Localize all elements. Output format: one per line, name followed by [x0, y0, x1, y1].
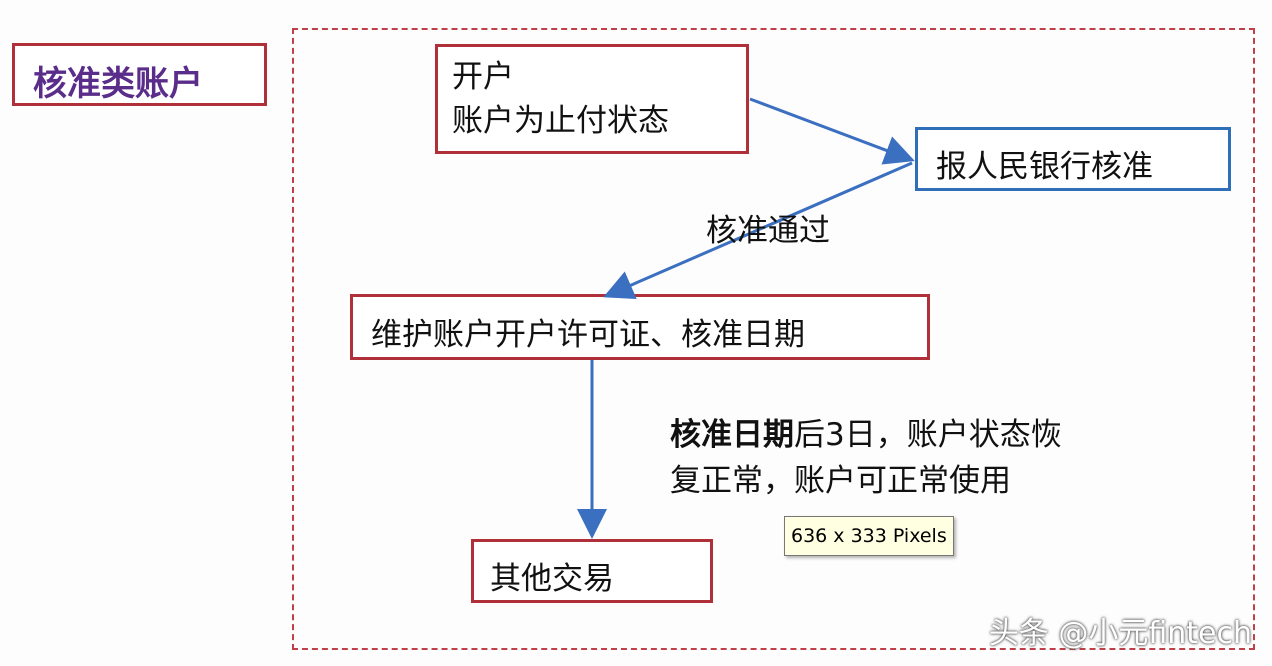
size-tooltip: 636 x 333 Pixels: [784, 516, 954, 556]
node-open-line2: 账户为止付状态: [452, 103, 669, 139]
dashed-frame: [292, 28, 1255, 650]
node-open-line1: 开户: [452, 59, 514, 95]
node-open-account: 开户 账户为止付状态: [435, 44, 749, 154]
node-other-transactions: 其他交易: [471, 539, 713, 603]
note-bold: 核准日期: [670, 417, 794, 453]
arrow-open-to-pboc: [749, 97, 915, 165]
note-line1: 后3日，账户状态恢: [794, 417, 1062, 453]
node-maintain-license: 维护账户开户许可证、核准日期: [350, 294, 930, 360]
edge-label-approved: 核准通过: [706, 213, 830, 249]
arrow-pboc-to-maintain: [603, 161, 913, 299]
title-box: 核准类账户: [12, 43, 267, 106]
node-pboc-approval: 报人民银行核准: [915, 127, 1231, 191]
note-line2: 复正常，账户可正常使用: [670, 463, 1011, 499]
watermark: 头条 @小元fintech: [988, 616, 1252, 651]
note-text: 核准日期后3日，账户状态恢 复正常，账户可正常使用: [670, 412, 1062, 504]
